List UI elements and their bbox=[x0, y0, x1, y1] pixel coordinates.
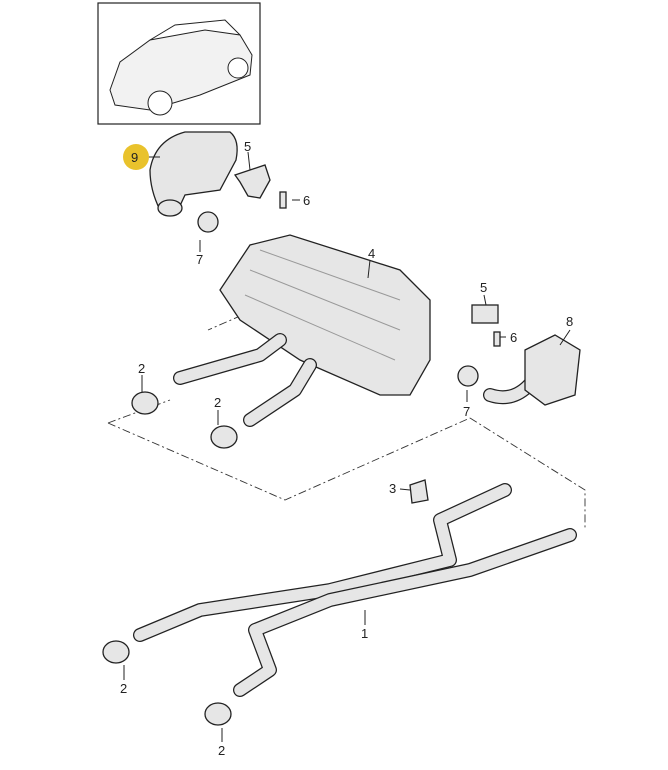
callout-2[interactable]: 2 bbox=[120, 681, 127, 696]
part-4-center-muffler bbox=[219, 234, 431, 396]
leader-lines bbox=[123, 151, 571, 742]
front-pipes bbox=[173, 333, 317, 427]
vehicle-thumbnail bbox=[97, 2, 261, 125]
callout-2[interactable]: 2 bbox=[214, 395, 221, 410]
callout-3[interactable]: 3 bbox=[389, 481, 396, 496]
part-9-tailpipe-left bbox=[149, 131, 238, 217]
part-2-clamps bbox=[102, 391, 238, 726]
callout-5[interactable]: 5 bbox=[244, 139, 251, 154]
callout-6[interactable]: 6 bbox=[510, 330, 517, 345]
part-5-bracket bbox=[233, 164, 501, 347]
part-7-clamp bbox=[197, 211, 219, 233]
callout-8[interactable]: 8 bbox=[566, 314, 573, 329]
callout-6[interactable]: 6 bbox=[303, 193, 310, 208]
callout-2[interactable]: 2 bbox=[218, 743, 225, 758]
callout-2[interactable]: 2 bbox=[138, 361, 145, 376]
callout-1[interactable]: 1 bbox=[361, 626, 368, 641]
part-1-intermediate-pipe bbox=[133, 483, 577, 697]
callout-9[interactable]: 9 bbox=[131, 150, 138, 165]
part-3-hanger bbox=[409, 479, 429, 504]
part-8-tailpipe-right bbox=[483, 334, 581, 406]
callout-7[interactable]: 7 bbox=[196, 252, 203, 267]
callout-4[interactable]: 4 bbox=[368, 246, 375, 261]
part-7-clamp bbox=[457, 365, 479, 387]
callout-7[interactable]: 7 bbox=[463, 404, 470, 419]
callout-5[interactable]: 5 bbox=[480, 280, 487, 295]
callout-9-highlight bbox=[123, 144, 149, 170]
